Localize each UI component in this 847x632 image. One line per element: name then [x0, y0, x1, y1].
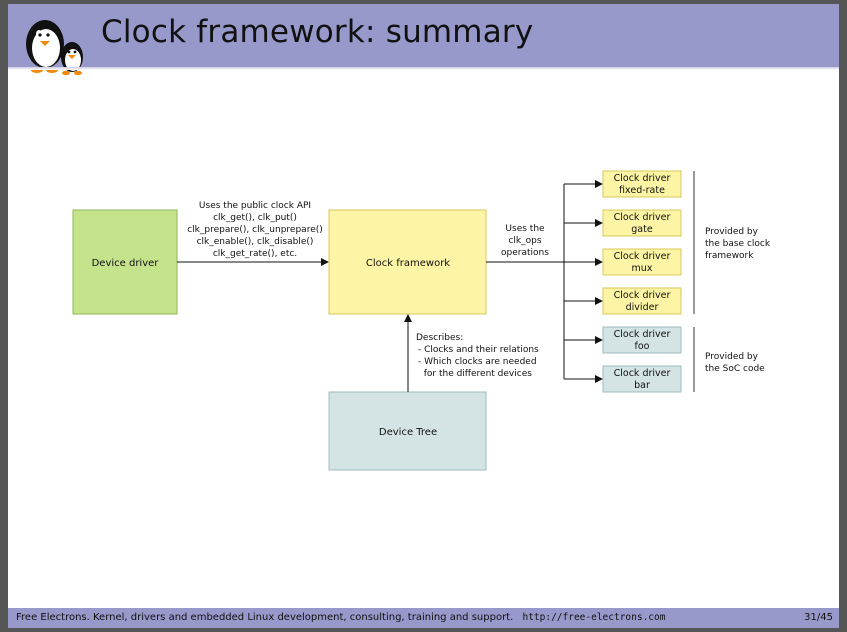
base-note-2: framework	[705, 251, 754, 261]
clock-framework-label: Clock framework	[366, 258, 450, 269]
driver-gate: Clock driver gate	[602, 209, 682, 237]
footer-description: Free Electrons. Kernel, drivers and embe…	[16, 612, 514, 623]
device-driver-label: Device driver	[92, 258, 160, 269]
soc-note-0: Provided by	[705, 352, 759, 362]
footer-text: Free Electrons. Kernel, drivers and embe…	[16, 612, 665, 623]
api-line-3: clk_enable(), clk_disable()	[197, 237, 314, 247]
driver-line1: Clock driver	[614, 290, 671, 301]
describes-line-0: Describes:	[416, 333, 463, 343]
driver-line1: Clock driver	[614, 368, 671, 379]
base-note-1: the base clock	[705, 239, 771, 249]
driver-line2: bar	[634, 380, 650, 391]
driver-line2: divider	[626, 302, 659, 313]
penguin-logo	[26, 20, 83, 76]
driver-fixed-rate: Clock driver fixed-rate	[602, 170, 682, 198]
header-rule	[8, 67, 839, 70]
clock-framework-box	[328, 209, 487, 315]
driver-line1: Clock driver	[614, 329, 671, 340]
driver-bar: Clock driver bar	[602, 365, 682, 393]
ops-line-1: clk_ops	[508, 236, 541, 246]
page-title: Clock framework: summary	[101, 14, 534, 50]
describes-line-3: for the different devices	[418, 369, 532, 379]
driver-line1: Clock driver	[614, 251, 671, 262]
driver-divider: Clock driver divider	[602, 287, 682, 315]
driver-foo: Clock driver foo	[602, 326, 682, 354]
api-line-4: clk_get_rate(), etc.	[213, 249, 297, 259]
ops-line-0: Uses the	[505, 224, 545, 234]
driver-line1: Clock driver	[614, 173, 671, 184]
api-line-2: clk_prepare(), clk_unprepare()	[187, 225, 323, 235]
describes-line-1: - Clocks and their relations	[418, 345, 539, 355]
api-line-1: clk_get(), clk_put()	[213, 213, 297, 223]
device-tree-box	[328, 391, 487, 471]
slide: Clock framework: summary Device driver U…	[8, 4, 839, 628]
base-note-0: Provided by	[705, 227, 759, 237]
driver-line2: foo	[635, 341, 650, 352]
api-line-0: Uses the public clock API	[199, 201, 311, 211]
soc-note-1: the SoC code	[705, 364, 765, 374]
device-tree-label: Device Tree	[379, 427, 437, 438]
driver-mux: Clock driver mux	[602, 248, 682, 276]
driver-line2: gate	[631, 224, 653, 235]
clock-diagram: Device driver Uses the public clock API …	[72, 170, 771, 471]
footer-url[interactable]: http://free-electrons.com	[522, 612, 666, 623]
page-number: 31/45	[804, 612, 833, 623]
driver-line1: Clock driver	[614, 212, 671, 223]
describes-line-2: - Which clocks are needed	[418, 357, 537, 367]
slide-header: Clock framework: summary	[8, 4, 839, 76]
driver-line2: mux	[632, 263, 653, 274]
driver-line2: fixed-rate	[619, 185, 665, 196]
ops-line-2: operations	[501, 248, 549, 258]
slide-footer: Free Electrons. Kernel, drivers and embe…	[8, 608, 839, 628]
